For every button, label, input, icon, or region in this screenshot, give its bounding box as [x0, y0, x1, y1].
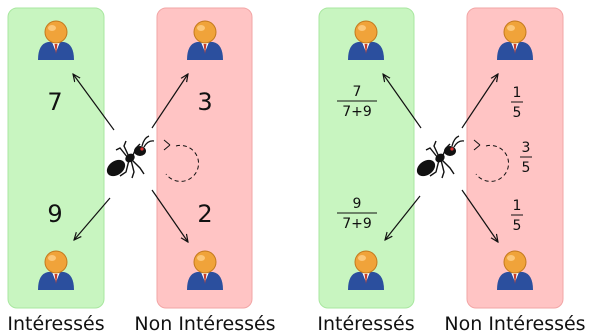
- count-top-not-interested: 3: [197, 88, 212, 116]
- fraction-denominator: 7+9: [342, 104, 372, 120]
- label-not-interested: Non Intéressés: [444, 313, 585, 335]
- arrow-to-bottom-interested: [74, 197, 111, 240]
- arrow-to-bottom-not-interested: [461, 189, 498, 242]
- ant-icon: [413, 135, 465, 181]
- self-loop-arrowhead: [473, 139, 481, 151]
- fraction-numerator: 7: [353, 84, 362, 100]
- self-loop-arrowhead: [163, 139, 171, 151]
- not-interested-panel-left: [156, 7, 253, 309]
- arrow-to-top-not-interested: [461, 74, 498, 129]
- count-bottom-not-interested: 2: [197, 200, 212, 228]
- self-loop-arrow: [475, 144, 510, 182]
- arrow-to-top-not-interested: [151, 74, 188, 129]
- arrow-to-bottom-interested: [385, 195, 421, 240]
- fraction-denominator: 5: [513, 105, 522, 121]
- fraction-denominator: 7+9: [342, 216, 372, 232]
- label-interested: Intéressés: [7, 313, 104, 335]
- fraction-top-interested: 7 7+9: [337, 84, 377, 120]
- fraction-numerator: 9: [353, 196, 362, 212]
- fraction-numerator: 1: [513, 198, 522, 214]
- count-top-interested: 7: [47, 88, 62, 116]
- ant-icon: [103, 135, 155, 181]
- fraction-self-loop: 3 5: [520, 140, 532, 176]
- fraction-top-not-interested: 1 5: [511, 85, 523, 121]
- label-interested: Intéressés: [317, 313, 414, 335]
- not-interested-panel-right: [466, 7, 564, 309]
- fraction-denominator: 5: [513, 218, 522, 234]
- fraction-numerator: 1: [513, 85, 522, 101]
- arrow-to-bottom-not-interested: [151, 189, 188, 242]
- self-loop-arrow: [165, 144, 200, 182]
- right-diagram: 7 7+9 9 7+9 1 5 3 5 1 5 Intéressés Non I…: [317, 7, 586, 335]
- label-not-interested: Non Intéressés: [134, 313, 275, 335]
- fraction-bottom-interested: 9 7+9: [337, 196, 377, 232]
- fraction-bottom-not-interested: 1 5: [511, 198, 523, 234]
- fraction-numerator: 3: [522, 140, 531, 156]
- arrow-to-top-interested: [383, 74, 422, 129]
- left-diagram: 7 9 3 2 Intéressés Non Intéressés: [7, 7, 276, 335]
- arrow-to-top-interested: [73, 74, 115, 131]
- count-bottom-interested: 9: [47, 200, 62, 228]
- fraction-denominator: 5: [522, 160, 531, 176]
